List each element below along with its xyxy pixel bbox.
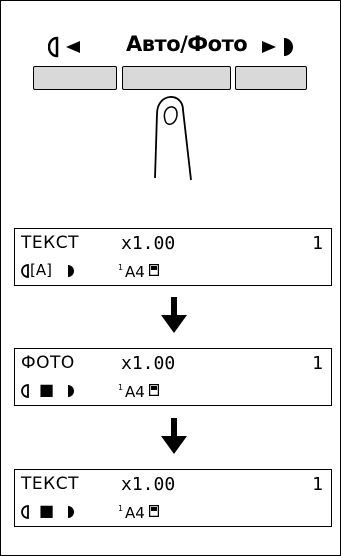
paper-size: A4 bbox=[125, 263, 145, 281]
darker-button[interactable] bbox=[235, 66, 307, 90]
finger-icon bbox=[154, 96, 192, 181]
mode-text: ФОТО bbox=[21, 353, 75, 373]
darker-half-circle-icon bbox=[284, 38, 293, 56]
paper-orientation-icon bbox=[149, 384, 159, 396]
tray-number: 1 bbox=[118, 263, 124, 272]
copy-count: 1 bbox=[312, 474, 323, 495]
copy-count: 1 bbox=[312, 353, 323, 374]
zoom-ratio: x1.00 bbox=[121, 233, 176, 254]
mode-text: ТЕКСТ bbox=[21, 233, 79, 253]
control-label-row: Авто/Фото bbox=[0, 32, 341, 62]
left-triangle-icon bbox=[66, 41, 80, 53]
paper-orientation-icon bbox=[149, 505, 159, 517]
darker-half-circle-icon bbox=[68, 506, 74, 518]
mode-text: ТЕКСТ bbox=[21, 474, 79, 494]
paper-size: A4 bbox=[125, 504, 145, 522]
auto-photo-button[interactable] bbox=[122, 66, 231, 90]
darker-half-circle-icon bbox=[68, 385, 74, 397]
density-indicator: ■ bbox=[39, 501, 55, 520]
auto-photo-label: Авто/Фото bbox=[126, 32, 248, 56]
copy-count: 1 bbox=[312, 233, 323, 254]
density-row: ■ 1 A4 bbox=[21, 501, 321, 522]
density-row: ■ 1 A4 bbox=[21, 380, 321, 401]
density-row: [A] 1 A4 bbox=[21, 261, 321, 281]
right-triangle-icon bbox=[262, 41, 276, 53]
paper-orientation-icon bbox=[149, 264, 159, 276]
display-panel: ФОТО x1.00 1 ■ 1 A4 bbox=[14, 348, 332, 406]
paper-size: A4 bbox=[125, 383, 145, 401]
display-panel: ТЕКСТ x1.00 1 ■ 1 A4 bbox=[14, 469, 332, 527]
lighter-button[interactable] bbox=[33, 66, 117, 90]
lighter-half-circle-icon bbox=[21, 384, 29, 398]
tray-number: 1 bbox=[118, 504, 124, 513]
density-indicator: ■ bbox=[39, 380, 55, 399]
darker-half-circle-icon bbox=[68, 265, 74, 277]
lighter-half-circle-icon bbox=[21, 264, 29, 278]
tray-number: 1 bbox=[118, 383, 124, 392]
lighter-half-circle-icon bbox=[48, 36, 59, 58]
zoom-ratio: x1.00 bbox=[121, 474, 176, 495]
display-panel: ТЕКСТ x1.00 1 [A] 1 A4 bbox=[14, 228, 332, 286]
density-indicator: [A] bbox=[30, 261, 52, 279]
lighter-half-circle-icon bbox=[21, 505, 29, 519]
down-arrow-icon bbox=[161, 297, 187, 333]
down-arrow-icon bbox=[161, 418, 187, 454]
zoom-ratio: x1.00 bbox=[121, 353, 176, 374]
